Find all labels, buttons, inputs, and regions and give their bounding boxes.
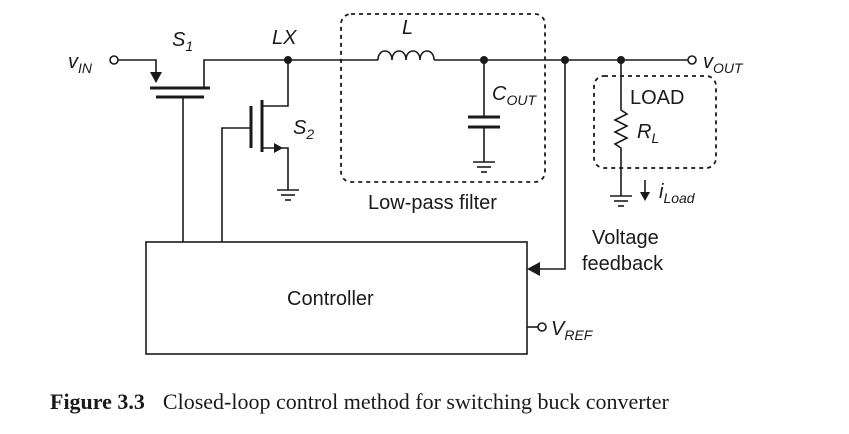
s1-arrow	[150, 72, 162, 83]
vout-terminal	[687, 55, 697, 65]
inductor-label: L	[402, 17, 413, 39]
vout-label: vOUT	[703, 51, 744, 76]
load-ground-symbol	[610, 195, 632, 207]
vref-label: VREF	[551, 318, 594, 343]
vin-terminal	[109, 55, 119, 65]
inductor-symbol	[377, 50, 435, 61]
feedback-label-line2: feedback	[582, 253, 664, 275]
vin-wire	[118, 59, 157, 82]
s2-switch	[221, 60, 289, 242]
s1-label: S1	[172, 29, 193, 54]
vref-terminal	[537, 322, 547, 332]
s2-label: S2	[293, 117, 314, 142]
vin-label: vIN	[68, 51, 93, 76]
rl-label: RL	[637, 121, 659, 146]
feedback-label-line1: Voltage	[592, 227, 659, 249]
cout-label: COUT	[492, 83, 537, 108]
iload-arrow	[640, 180, 650, 201]
load-box	[593, 75, 717, 169]
load-label: LOAD	[630, 87, 684, 109]
controller-block	[145, 241, 528, 355]
iload-label: iLoad	[659, 181, 696, 206]
s1-switch	[150, 59, 288, 242]
feedback-arrow	[527, 262, 540, 276]
lx-label: LX	[272, 27, 297, 49]
cout-capacitor	[468, 60, 500, 173]
filter-label: Low-pass filter	[368, 192, 497, 214]
feedback-wire	[537, 60, 566, 270]
load-resistor	[613, 60, 629, 196]
controller-label: Controller	[287, 288, 374, 310]
s2-ground-symbol	[277, 189, 299, 201]
low-pass-filter-box	[340, 13, 546, 183]
